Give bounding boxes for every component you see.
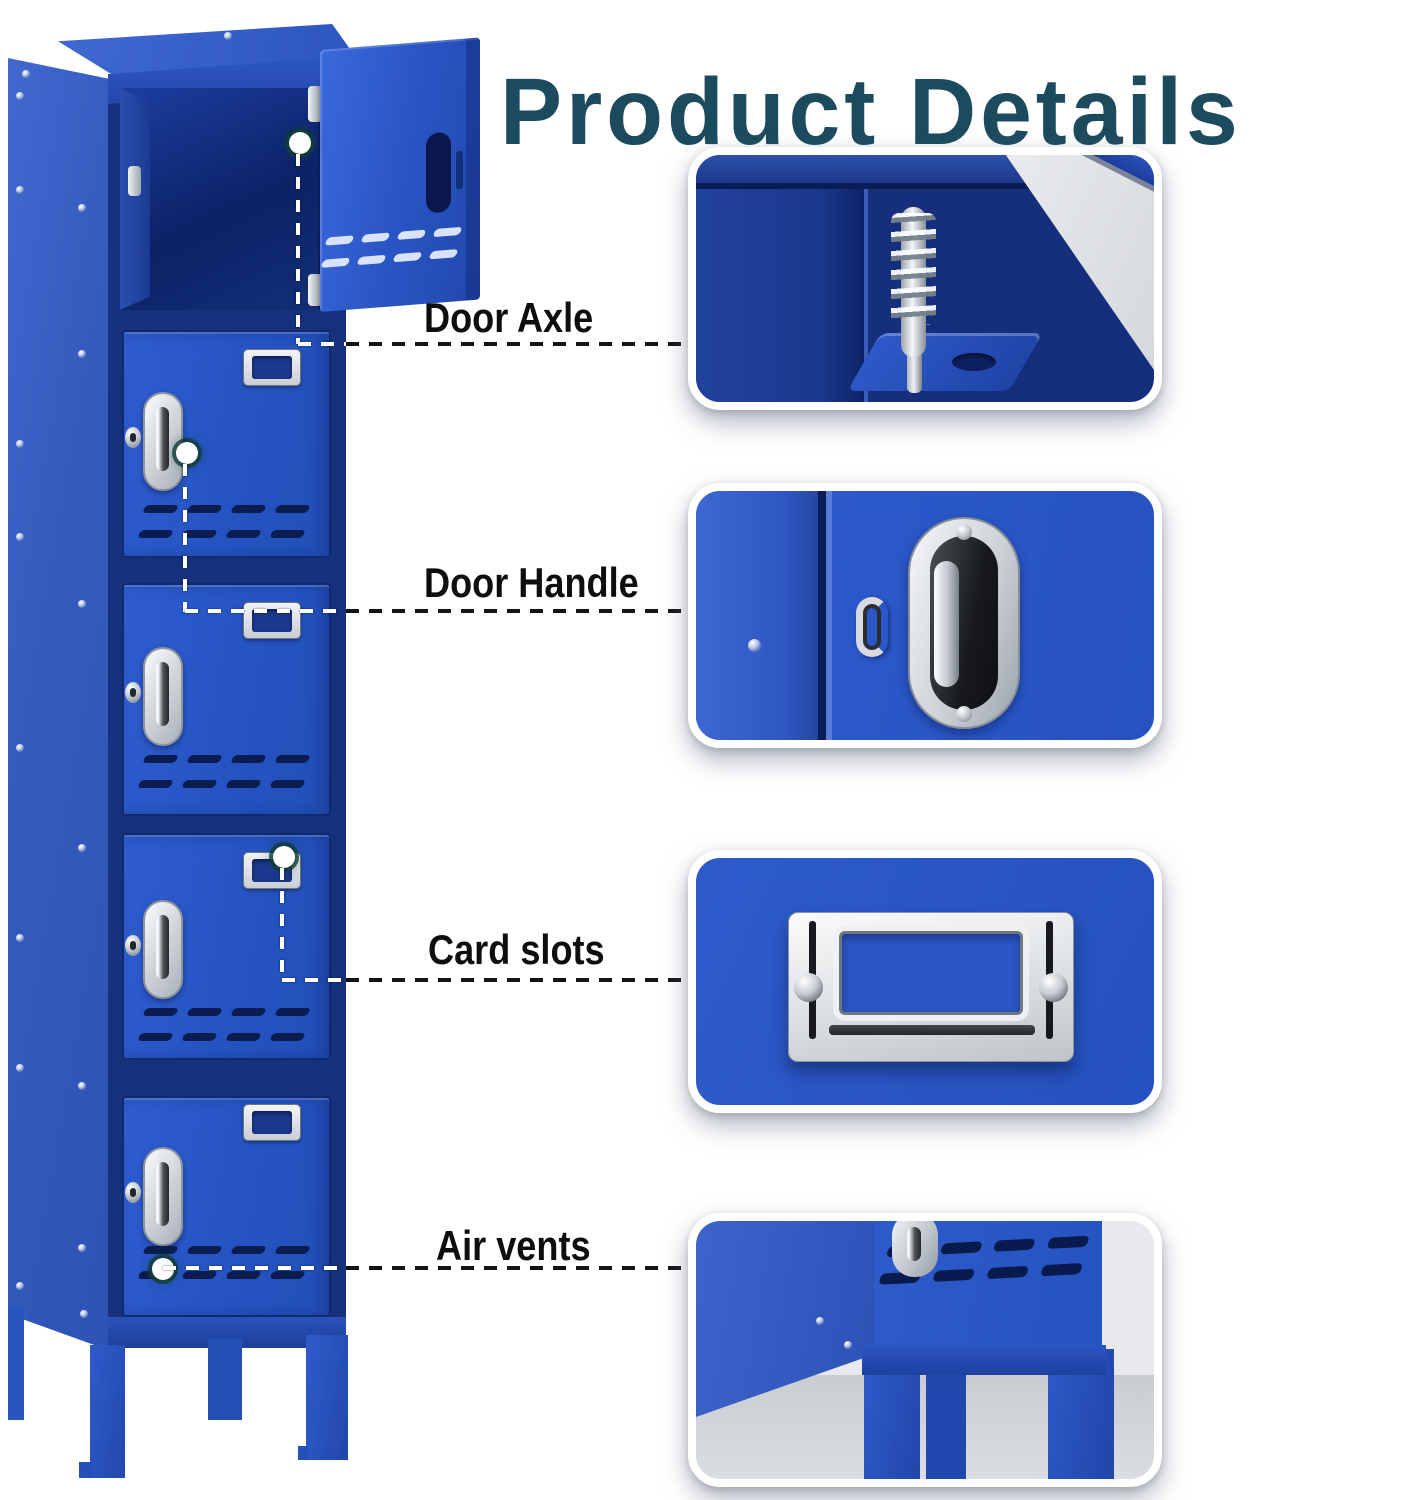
card-slot [243,1104,301,1141]
lock-icon [892,1221,938,1277]
locker-side-panel [8,58,108,1350]
callout-label-door-axle: Door Axle [424,294,594,341]
page-title: Product Details [500,58,1242,165]
rivet-icon [78,844,86,852]
locker-door-5 [122,1096,331,1317]
leader-line-door-axle [346,342,688,346]
label-window [839,931,1023,1015]
card-slot [243,349,301,386]
screw-icon [956,524,972,540]
locker-leg [926,1371,966,1479]
door-frame-strip [696,491,818,740]
detail-card-door-handle [688,483,1162,748]
leader-line-card-slots [282,978,346,982]
locker-leg-front-right [298,1335,348,1460]
compartment-latch-icon [128,166,141,196]
locker-leg-front-left [79,1345,125,1478]
leader-line-door-axle-vertical [296,154,300,344]
open-door [320,37,480,313]
compartment-inner-wall [120,88,150,310]
axle-pin [907,351,922,393]
card-slot [243,602,301,639]
lock-icon [125,935,141,956]
locker-bottom-rail [862,1345,1106,1375]
rivet-icon [224,32,232,40]
rivet-icon [78,350,86,358]
rivet-icon [816,1317,824,1325]
rivet-icon [16,440,24,448]
air-vents [137,1008,320,1041]
rivet-icon [16,92,24,100]
air-vents [137,755,320,788]
callout-dot-card-slots [273,846,295,868]
locker-door-3 [122,583,331,816]
locker-leg-back-left [8,1308,24,1420]
rivet-icon [16,1282,24,1290]
spring-coils-icon [891,213,936,325]
ball-screw-icon [1039,973,1068,1002]
rivet-icon [844,1341,852,1349]
callout-label-card-slots: Card slots [428,926,605,973]
rivet-icon [80,1310,88,1318]
card-slot-plate [788,912,1074,1062]
latch-hook-icon [856,597,888,657]
door-handle [143,392,183,491]
rivet-icon [16,744,24,752]
rivet-icon [16,533,24,541]
leader-line-door-handle-vertical [183,464,187,612]
door-hinge-pin-bottom [308,274,322,306]
locker-door-4 [122,833,331,1060]
detail-card-door-axle [688,147,1162,410]
open-door-vents [320,226,472,281]
leader-line-card-slots-vertical [280,868,284,980]
callout-dot-door-axle [289,132,311,154]
axle-bracket [847,333,1043,391]
open-door-latch [456,150,463,190]
leader-line-card-slots [346,978,688,982]
leader-line-door-axle [298,342,346,346]
open-door-handle-cutout [426,131,451,214]
handle-pull-bar [934,561,959,687]
door-handle [143,1147,183,1246]
rivet-icon [78,1082,86,1090]
rivet-icon [16,186,24,194]
leader-line-air-vents [346,1266,688,1270]
handle-plate [908,517,1020,729]
lock-icon [125,1182,141,1203]
door-seam [818,491,826,740]
door-hinge-pin-top [308,86,322,122]
open-compartment [120,88,332,310]
locker-leg [864,1373,920,1479]
rivet-icon [748,639,761,652]
locker-leg-back-right [208,1338,242,1420]
leader-line-air-vents [163,1266,346,1270]
locker-door-2 [122,330,331,558]
rivet-icon [22,70,30,78]
air-vents [137,505,320,538]
callout-label-air-vents: Air vents [436,1222,591,1269]
rivet-icon [78,204,86,212]
leader-line-door-handle [346,609,688,613]
door-handle [143,647,183,746]
callout-dot-door-handle [176,442,198,464]
screw-icon [956,706,972,722]
locker-illustration [0,0,500,1500]
lock-icon [125,682,141,703]
detail-card-air-vents [688,1213,1162,1487]
detail-card-card-slots [688,850,1162,1113]
door-handle [143,900,183,999]
leader-line-door-handle [185,609,346,613]
callout-label-door-handle: Door Handle [424,559,639,606]
ball-screw-icon [794,973,823,1002]
rivet-icon [16,934,24,942]
rivet-icon [16,1064,24,1072]
rivet-icon [78,600,86,608]
lock-icon [125,427,141,448]
rivet-icon [78,1244,86,1252]
window-shadow [829,1025,1035,1035]
bracket-hole [952,353,996,371]
door-edge-highlight [826,491,832,740]
door-edge-panel [696,189,868,402]
